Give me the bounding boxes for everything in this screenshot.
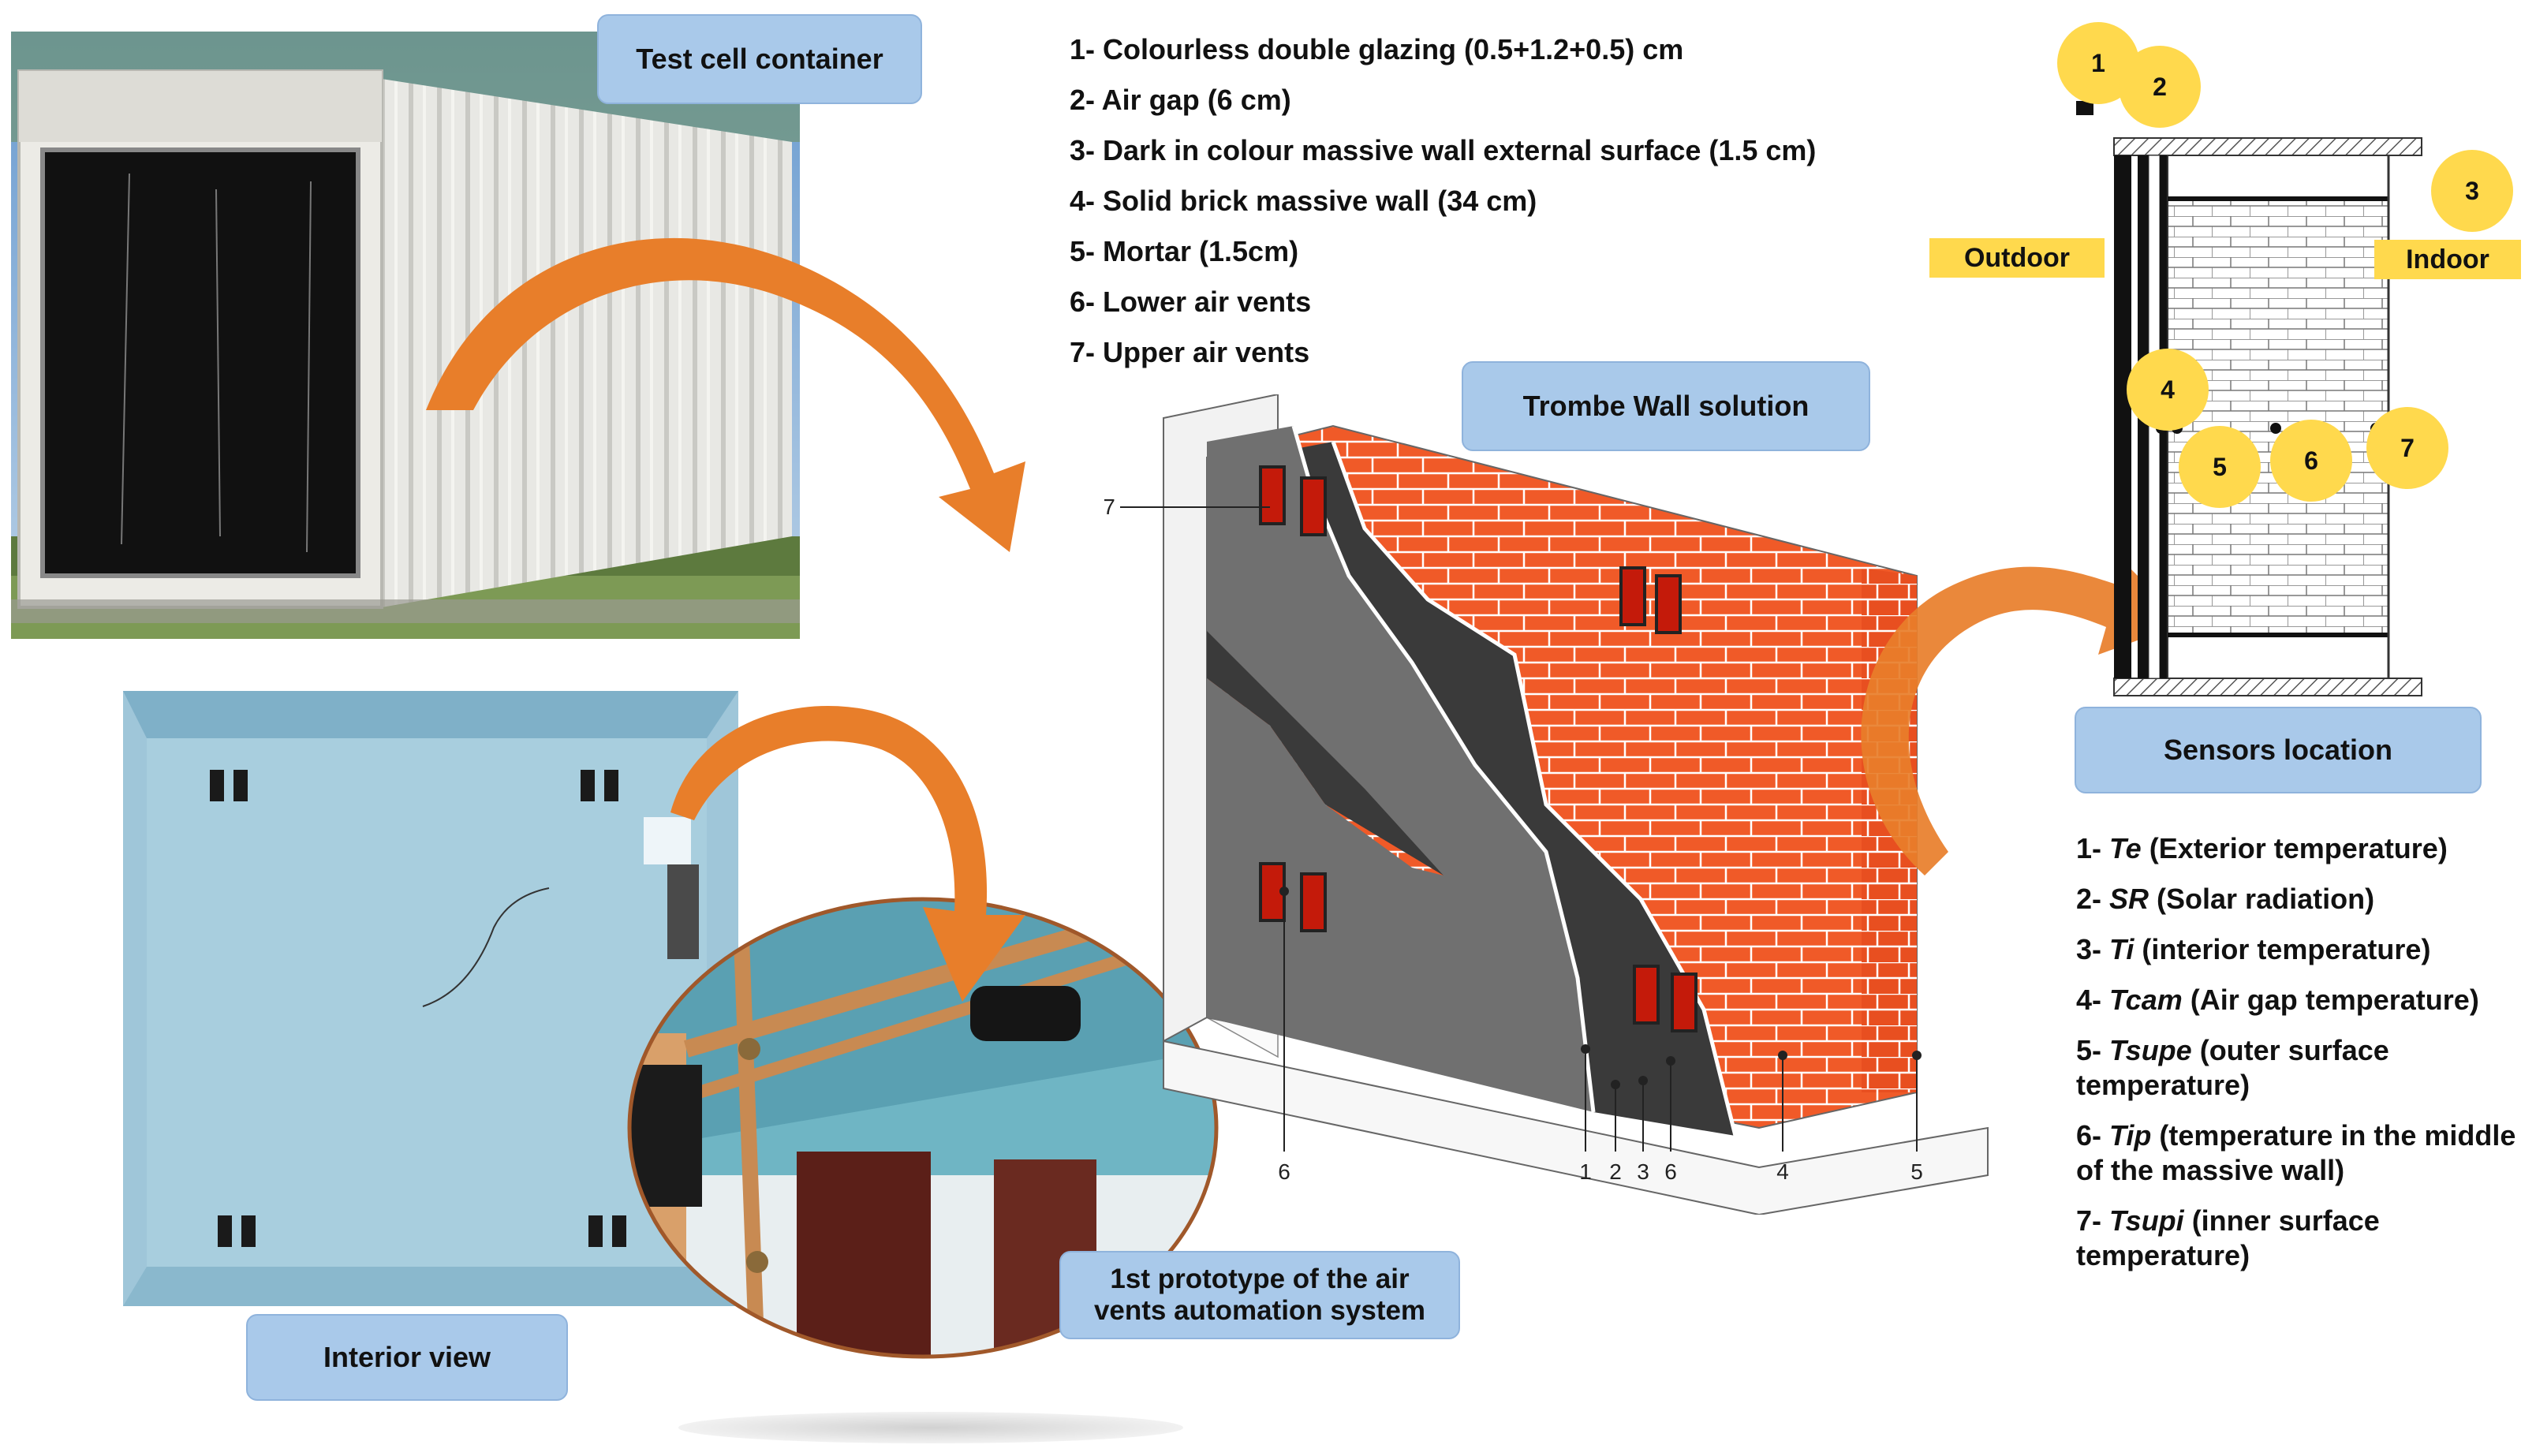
interior-view-photo xyxy=(123,691,738,1306)
bottom-shadow xyxy=(678,1412,1183,1443)
legend-item: 7- Upper air vents xyxy=(1070,336,1310,368)
legend-item: 3- Dark in colour massive wall external … xyxy=(1070,134,1817,166)
sensor-item: 1- Te (Exterior temperature) xyxy=(2076,832,2448,864)
sensor-item: 3- Ti (interior temperature) xyxy=(2076,933,2431,965)
prototype-label: 1st prototype of the air vents automatio… xyxy=(1059,1251,1460,1339)
sensor-item: 2- SR (Solar radiation) xyxy=(2076,883,2375,915)
callout-7: 7 xyxy=(1104,495,1115,519)
legend-item: 6- Lower air vents xyxy=(1070,286,1312,318)
callout-5: 5 xyxy=(1910,1159,1923,1184)
sensor-marker-6: 6 xyxy=(2270,420,2352,502)
callout-2: 2 xyxy=(1609,1159,1622,1184)
prototype-zoom-photo xyxy=(623,891,1223,1365)
test-cell-label: Test cell container xyxy=(597,14,922,104)
callout-6-left: 6 xyxy=(1278,1159,1290,1184)
sensor-item: 5- Tsupe (outer surface temperature) xyxy=(2076,1034,2389,1101)
lower-vents xyxy=(1259,862,1698,1032)
sensor-marker-2: 2 xyxy=(2119,46,2201,128)
legend-item: 2- Air gap (6 cm) xyxy=(1070,84,1291,116)
trombe-wall-illustration: 7 6 1 2 3 6 4 5 xyxy=(1103,393,2011,1216)
sensor-marker-5: 5 xyxy=(2179,426,2261,508)
callout-4: 4 xyxy=(1776,1159,1789,1184)
upper-vents xyxy=(1259,465,1682,634)
legend-item: 4- Solid brick massive wall (34 cm) xyxy=(1070,185,1537,217)
sensor-marker-7: 7 xyxy=(2366,407,2448,489)
interior-view-label: Interior view xyxy=(246,1314,568,1401)
arrow-wall-to-section xyxy=(1861,560,2185,875)
sensors-location-label: Sensors location xyxy=(2075,707,2482,793)
legend-item: 5- Mortar (1.5cm) xyxy=(1070,235,1299,267)
trombe-wall-label: Trombe Wall solution xyxy=(1462,361,1870,451)
callout-1: 1 xyxy=(1579,1159,1592,1184)
callout-6-right: 6 xyxy=(1664,1159,1677,1184)
indoor-tag: Indoor xyxy=(2374,240,2521,279)
sensor-item: 4- Tcam (Air gap temperature) xyxy=(2076,984,2479,1016)
wall-section-diagram xyxy=(2098,103,2430,702)
interior-vents xyxy=(210,770,626,1247)
arrow-interior-to-prototype xyxy=(670,706,1025,1002)
sensor-marker-4: 4 xyxy=(2127,349,2209,431)
arrow-container-to-wall xyxy=(426,237,1025,552)
sensor-marker-3: 3 xyxy=(2431,150,2513,232)
callout-3: 3 xyxy=(1637,1159,1649,1184)
legend-item: 1- Colourless double glazing (0.5+1.2+0.… xyxy=(1070,33,1684,65)
sensor-te-marker xyxy=(2076,101,2093,115)
outdoor-tag: Outdoor xyxy=(1929,238,2105,278)
sensor-item: 6- Tip (temperature in the middle of the… xyxy=(2076,1119,2516,1186)
sensor-item: 7- Tsupi (inner surface temperature) xyxy=(2076,1204,2380,1271)
